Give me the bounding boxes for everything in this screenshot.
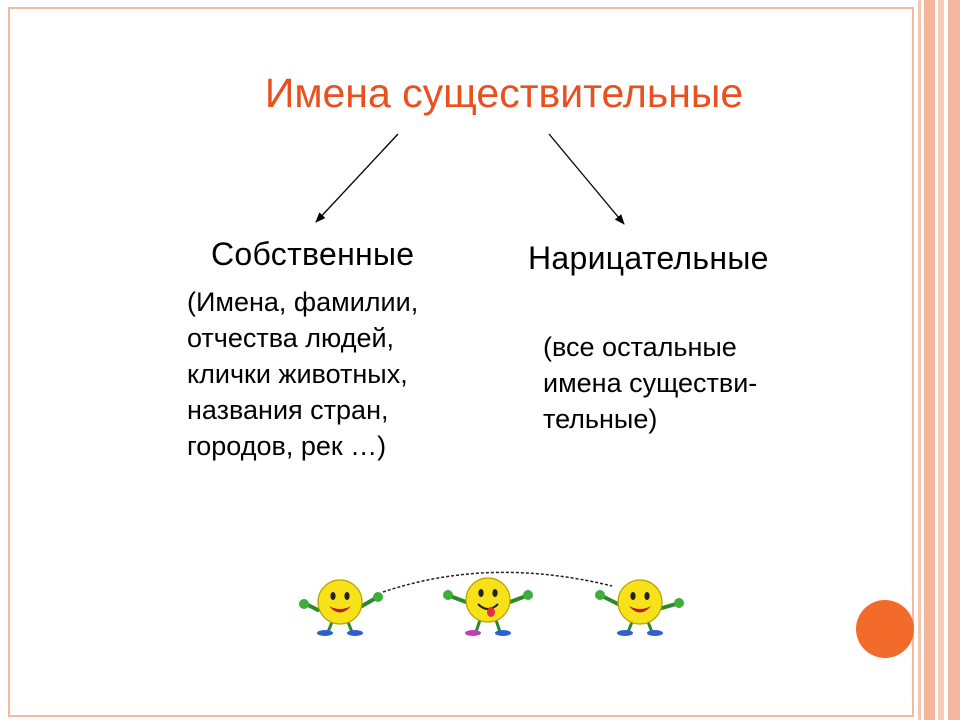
decorative-stripe [924,0,935,720]
jump-rope [382,571,613,593]
slide-border-frame [8,7,914,717]
decorative-stripe [918,0,921,720]
description-line: (Имена, фамилии, [187,287,419,317]
slide-title: Имена существительные [264,70,744,116]
description-line: названия стран, [187,395,389,425]
arrow-to-proper-nouns [315,133,399,223]
proper-nouns-heading: Собственные [211,236,415,272]
smiley-middle [443,577,533,636]
smiley-right [595,579,684,636]
decorative-stripe [948,0,960,720]
arrow-to-common-nouns [548,133,625,225]
description-line: городов, рек …) [187,431,387,461]
decorative-stripe [938,0,944,720]
description-line: клички животных, [187,359,408,389]
smiley-left [299,579,383,636]
description-line: тельные) [543,404,658,434]
description-line: (все остальные [543,332,737,362]
orange-accent-circle [856,600,914,658]
description-line: имена существи- [543,368,758,398]
proper-nouns-description: (Имена, фамилии, отчества людей, клички … [187,284,418,464]
common-nouns-heading: Нарицательные [528,240,769,276]
description-line: отчества людей, [187,323,395,353]
common-nouns-description: (все остальные имена существи- тельные) [543,329,757,437]
